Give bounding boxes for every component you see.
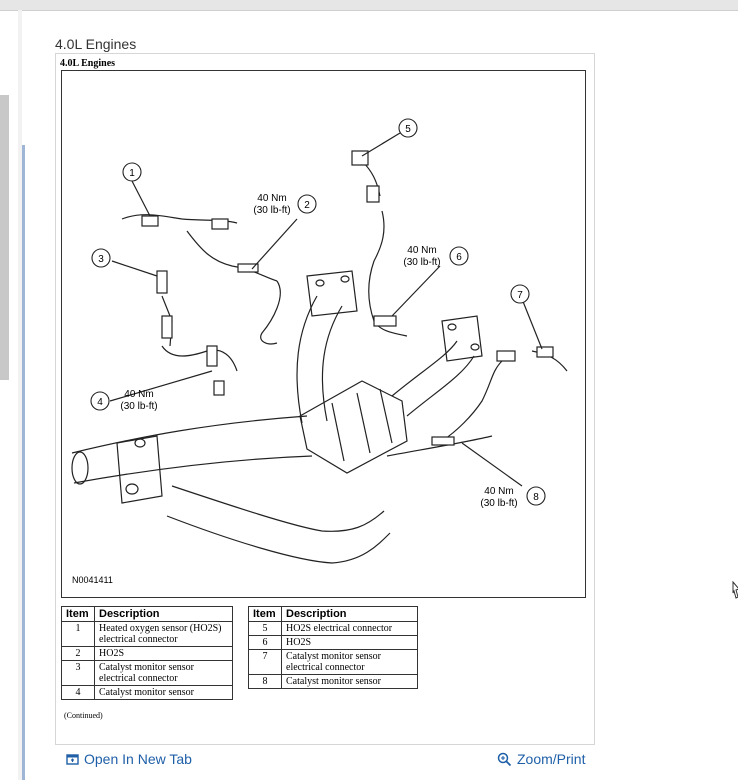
table-row: 3 Catalyst monitor sensor electrical con… [61,660,233,686]
callout-5: 5 [405,124,411,135]
zoom-print-link[interactable]: Zoom/Print [497,751,585,767]
zoom-icon [497,752,512,766]
items-table-right: Item Description 5 HO2S electrical conne… [248,606,418,689]
figure-id: N0041411 [72,575,113,585]
table-row: 2 HO2S [61,646,233,661]
torque-label-2-nm: 40 Nm [257,193,286,204]
callout-8: 8 [533,492,539,503]
figure-caption: 4.0L Engines [60,58,116,69]
table-row: 7 Catalyst monitor sensor electrical con… [248,649,418,675]
exhaust-diagram-drawing: 1 2 3 4 5 6 7 8 40 Nm (30 lb-ft) 40 Nm (… [71,118,568,585]
callout-4: 4 [97,397,103,408]
callout-1: 1 [129,168,135,179]
callout-7: 7 [517,290,523,301]
torque-label-4-lbft: (30 lb-ft) [120,401,157,412]
open-in-new-tab-link[interactable]: Open In New Tab [66,751,192,767]
exhaust-diagram: 1 2 3 4 5 6 7 8 40 Nm (30 lb-ft) 40 Nm (… [61,70,586,598]
table-header-item: Item [61,606,95,622]
callout-3: 3 [98,254,104,265]
mouse-cursor-icon [732,581,738,599]
left-scrollbar[interactable] [0,95,9,380]
table-header-description: Description [281,606,418,622]
open-in-new-tab-label: Open In New Tab [84,751,192,767]
table-row: 5 HO2S electrical connector [248,621,418,636]
section-title: 4.0L Engines [55,36,137,52]
top-toolbar [0,0,738,11]
figure-frame: 4.0L Engines [55,53,595,767]
table-header-item: Item [248,606,282,622]
open-tab-icon [66,754,79,765]
table-row: 1 Heated oxygen sensor (HO2S) electrical… [61,621,233,647]
callout-2: 2 [304,200,310,211]
table-header-description: Description [94,606,233,622]
torque-label-8-nm: 40 Nm [484,486,513,497]
callout-6: 6 [456,252,462,263]
torque-label-4-nm: 40 Nm [124,389,153,400]
torque-label-2-lbft: (30 lb-ft) [253,205,290,216]
table-row: 6 HO2S [248,635,418,650]
torque-label-6-lbft: (30 lb-ft) [403,257,440,268]
table-row: 8 Catalyst monitor sensor [248,674,418,689]
zoom-print-label: Zoom/Print [517,751,586,767]
table-row: 4 Catalyst monitor sensor [61,685,233,700]
torque-label-6-nm: 40 Nm [407,245,436,256]
left-panel-accent [22,145,25,780]
continued-note: (Continued) [64,711,103,720]
torque-label-8-lbft: (30 lb-ft) [480,498,517,509]
left-panel-edge [18,10,22,780]
items-table-left: Item Description 1 Heated oxygen sensor … [61,606,233,700]
